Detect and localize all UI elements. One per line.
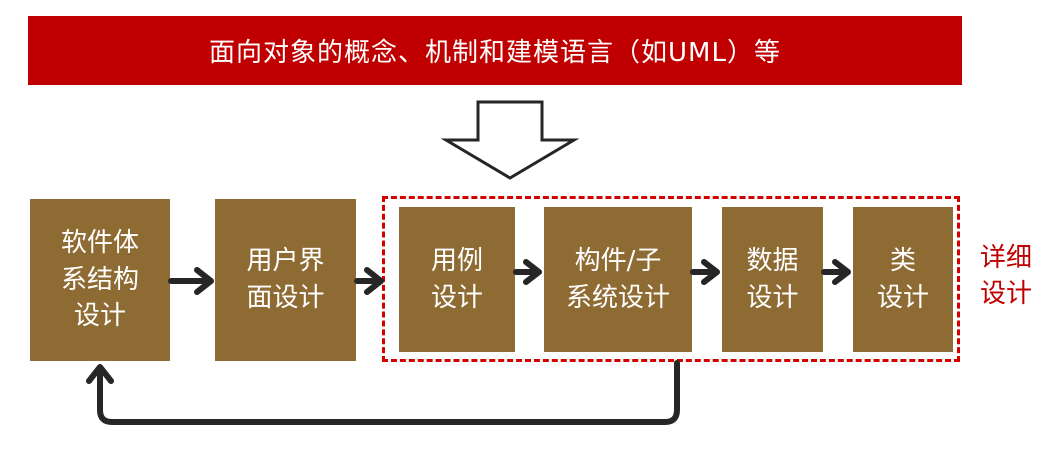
banner-text: 面向对象的概念、机制和建模语言（如UML）等 [209,38,781,68]
step-ui-design[interactable]: 用户界 面设计 [215,199,356,361]
thick-arrow-right-icon [354,267,384,295]
thick-arrow-right-icon [513,259,542,285]
step-label: 软件体 系结构 设计 [60,227,139,332]
hollow-down-arrow-icon [440,100,580,180]
step-label: 类 设计 [876,245,929,313]
step-component-design[interactable]: 构件/子 系统设计 [544,207,692,352]
step-label: 用户界 面设计 [246,246,325,313]
step-architecture-design[interactable]: 软件体 系结构 设计 [30,199,170,361]
feedback-loop-arrow-icon [86,360,680,425]
detailed-design-label: 详细 设计 [980,243,1033,310]
thick-arrow-right-icon [168,267,214,295]
step-label: 构件/子 系统设计 [565,245,670,313]
step-data-design[interactable]: 数据 设计 [722,207,823,352]
thick-arrow-right-icon [821,259,851,285]
concept-banner: 面向对象的概念、机制和建模语言（如UML）等 [28,16,962,85]
thick-arrow-right-icon [690,259,720,285]
detailed-design-group [382,196,960,362]
step-class-design[interactable]: 类 设计 [853,207,953,352]
step-label: 用例 设计 [430,245,483,313]
step-use-case-design[interactable]: 用例 设计 [399,207,515,352]
step-label: 数据 设计 [746,245,799,313]
